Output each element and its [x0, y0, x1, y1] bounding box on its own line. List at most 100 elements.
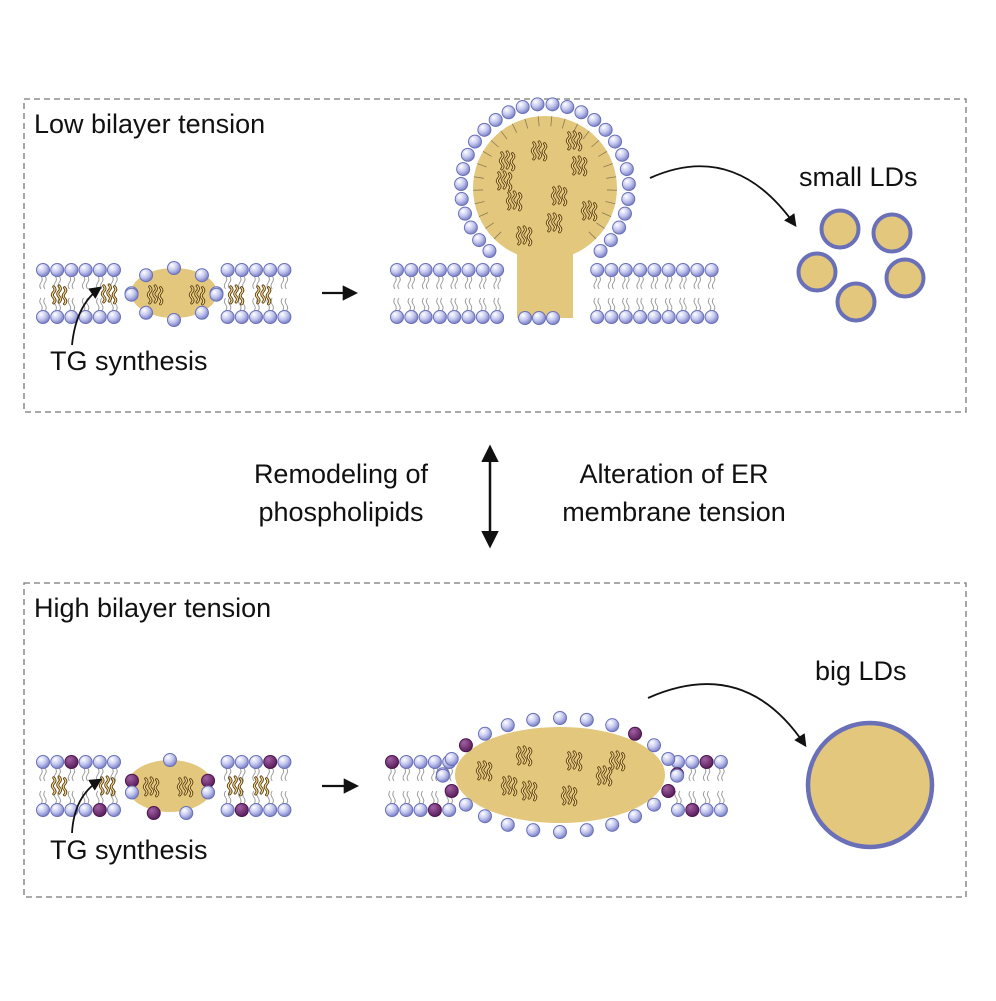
phospholipid-head-purple	[202, 774, 215, 787]
phospholipid-head	[580, 713, 593, 726]
phospholipid-head	[648, 264, 661, 277]
lipid-tail	[271, 791, 274, 804]
phospholipid-head	[662, 264, 675, 277]
lipid-tail	[253, 276, 256, 289]
lipid-tail	[403, 768, 406, 781]
lipid-tail	[469, 298, 472, 311]
phospholipid-head	[51, 311, 64, 324]
phospholipid-head	[264, 804, 277, 817]
lipid-tail	[480, 298, 483, 311]
lipid-tail	[68, 276, 71, 289]
phospholipid-head	[448, 264, 461, 277]
phospholipid-head	[455, 193, 468, 206]
lipid-tail	[680, 276, 683, 289]
lipid-tail	[594, 298, 597, 311]
lipid-tail	[271, 276, 274, 289]
lipid-tail	[623, 298, 626, 311]
lipid-tail	[389, 768, 392, 781]
phospholipid-head	[164, 754, 177, 767]
lipid-tail	[712, 276, 715, 289]
phospholipid-head	[516, 101, 529, 114]
lipid-tail	[97, 791, 100, 804]
phospholipid-head	[433, 264, 446, 277]
phospholipid-head	[37, 264, 50, 277]
lipid-tail	[426, 276, 429, 289]
lipid-tail	[465, 276, 468, 289]
phospholipid-head	[619, 311, 632, 324]
phospholipid-head	[210, 288, 223, 301]
lipid-tail	[422, 276, 425, 289]
lipid-tail	[612, 276, 615, 289]
phospholipid-head	[461, 148, 474, 161]
lipid-tail	[40, 276, 43, 289]
phospholipid-head	[93, 264, 106, 277]
lipid-tail	[703, 791, 706, 804]
phospholipid-head	[594, 245, 607, 258]
lipid-tail	[72, 298, 75, 311]
phospholipid-head	[527, 713, 540, 726]
phospholipid-head	[221, 756, 234, 769]
phospholipid-head	[691, 311, 704, 324]
phospholipid-head	[491, 264, 504, 277]
lipid-tail	[398, 276, 401, 289]
phospholipid-head	[51, 756, 64, 769]
lipid-tail	[722, 791, 725, 804]
lipid-tail	[97, 768, 100, 781]
phospholipid-head	[648, 311, 661, 324]
phospholipid-head	[588, 113, 601, 126]
phospholipid-head	[691, 264, 704, 277]
phospholipid-head	[400, 804, 413, 817]
phospholipid-head	[476, 264, 489, 277]
phospholipid-head	[391, 264, 404, 277]
small-lds-label: small LDs	[799, 161, 918, 193]
small-ld	[838, 284, 875, 321]
lipid-tail	[679, 791, 682, 804]
phospholipid-head	[79, 264, 92, 277]
phospholipid-head	[108, 264, 121, 277]
phospholipid-head	[391, 311, 404, 324]
lipid-tail	[665, 276, 668, 289]
lipid-tail	[281, 276, 284, 289]
lipid-tail	[44, 276, 47, 289]
lipid-tail	[689, 791, 692, 804]
to-small-lds-arrow	[650, 166, 795, 225]
phospholipid-head	[620, 163, 633, 176]
lipid-tail	[224, 276, 227, 289]
phospholipid-head	[168, 314, 181, 327]
lipid-tail	[393, 791, 396, 804]
phospholipid-head	[278, 756, 291, 769]
tg-molecule	[100, 777, 114, 795]
phospholipid-head	[714, 756, 727, 769]
lipid-tail	[281, 768, 284, 781]
lipid-tail	[669, 298, 672, 311]
lipid-tail	[437, 298, 440, 311]
lipid-tail	[68, 768, 71, 781]
big-lds-label: big LDs	[815, 655, 907, 687]
phospholipid-head	[648, 798, 661, 811]
lipid-tail	[698, 276, 701, 289]
lipid-tail	[680, 298, 683, 311]
phospholipid-head	[605, 264, 618, 277]
tg-molecule	[102, 285, 116, 303]
phospholipid-head	[575, 106, 588, 119]
lipid-tail	[101, 276, 104, 289]
lipid-tail	[72, 791, 75, 804]
phospholipid-head	[599, 123, 612, 136]
phospholipid-head	[93, 756, 106, 769]
lipid-tail	[417, 791, 420, 804]
lipid-tail	[243, 768, 246, 781]
phospholipid-head	[436, 769, 449, 782]
phospholipid-head	[419, 264, 432, 277]
phospholipid-head-purple	[629, 727, 642, 740]
lipid-tail	[389, 791, 392, 804]
phospholipid-head	[604, 234, 617, 247]
lipid-tail	[455, 298, 458, 311]
phospholipid-head	[459, 798, 472, 811]
lipid-tail	[484, 276, 487, 289]
phospholipid-head	[677, 311, 690, 324]
phospholipid-head	[235, 756, 248, 769]
lipid-tail	[594, 276, 597, 289]
phospholipid-head	[634, 311, 647, 324]
phospholipid-head	[677, 264, 690, 277]
lipid-tail	[441, 276, 444, 289]
